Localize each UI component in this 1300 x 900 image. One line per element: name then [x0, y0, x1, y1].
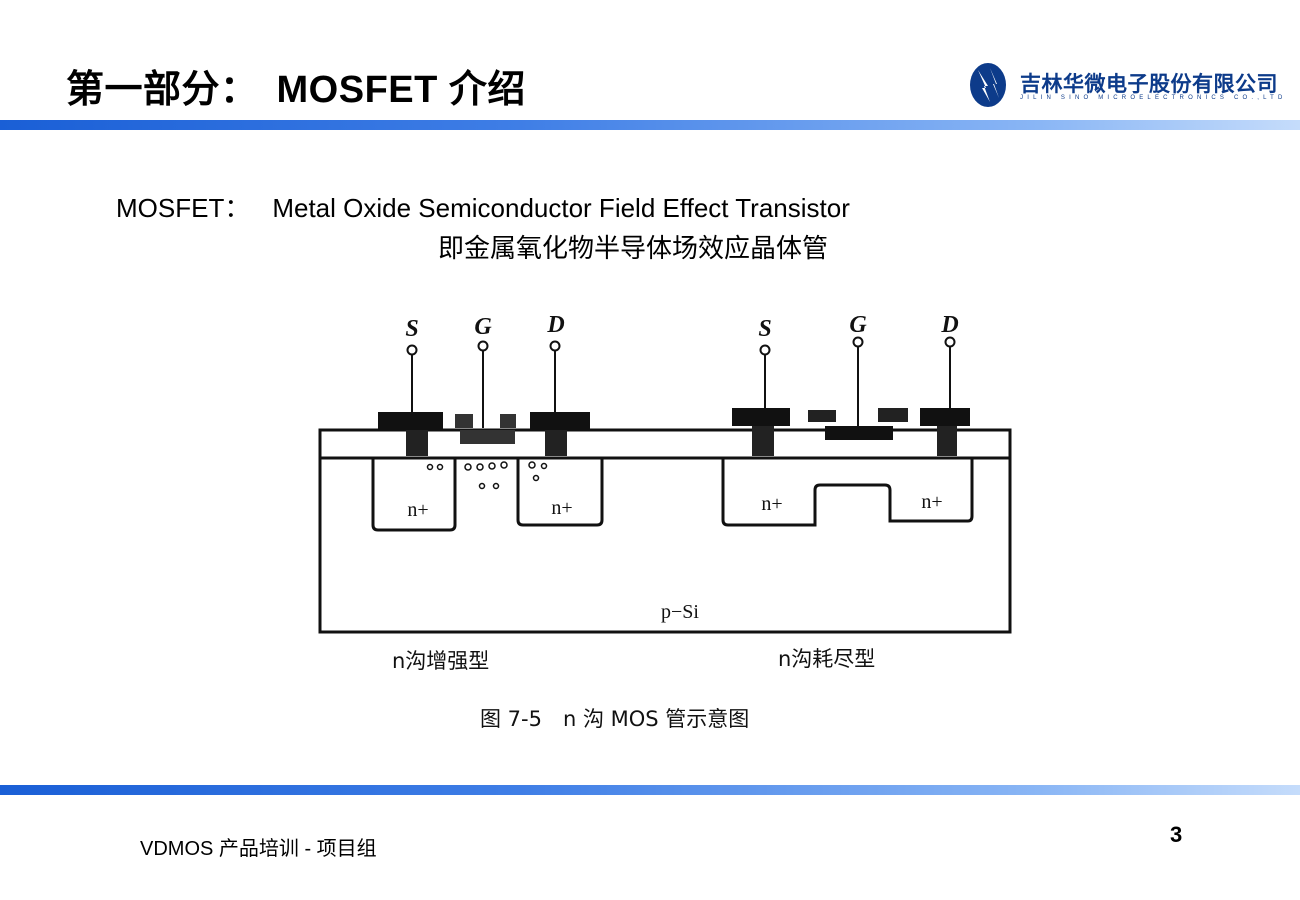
- slide-title-section: 第一部分：: [66, 69, 259, 111]
- left-drain-plug: [545, 430, 567, 456]
- bottom-divider-band: [0, 785, 1300, 795]
- company-name-en: JILIN SINO MICROELECTRONICS CO.,LTD: [1020, 95, 1287, 101]
- right-drain-label: D: [940, 312, 958, 338]
- definition-term: MOSFET：: [116, 193, 251, 223]
- left-device-caption: n沟增强型: [392, 649, 489, 673]
- left-drain-well: [516, 458, 604, 527]
- left-gate-metal: [460, 430, 515, 444]
- slide-title: 第一部分： MOSFET 介绍: [66, 58, 526, 113]
- right-gate-label: G: [849, 312, 867, 338]
- left-drain-label: D: [546, 312, 564, 338]
- right-drain-n-label: n+: [921, 491, 942, 513]
- substrate-outline: [318, 428, 1012, 634]
- right-source-n-label: n+: [761, 493, 782, 515]
- company-name-cn: 吉林华微电子股份有限公司: [1020, 73, 1278, 96]
- left-drain-n-label: n+: [551, 497, 572, 519]
- right-device-caption: n沟耗尽型: [778, 647, 875, 671]
- right-drain-metal: [920, 408, 970, 426]
- definition-line: MOSFET： Metal Oxide Semiconductor Field E…: [116, 188, 850, 225]
- left-source-metal: [378, 412, 443, 430]
- left-drain-metal: [530, 412, 590, 430]
- page-number: 3: [1170, 822, 1183, 847]
- company-emblem-icon: [970, 63, 1006, 107]
- left-source-well: [371, 458, 457, 532]
- left-source-n-label: n+: [407, 499, 428, 521]
- top-divider-band: [0, 120, 1300, 130]
- left-gate-label: G: [474, 314, 492, 340]
- company-logo: 吉林华微电子股份有限公司 JILIN SINO MICROELECTRONICS…: [968, 60, 1282, 110]
- left-source-plug: [406, 430, 428, 456]
- slide-title-topic: MOSFET 介绍: [276, 69, 526, 111]
- figure-caption: 图 7-5 n 沟 MOS 管示意图: [480, 707, 749, 731]
- definition-chinese: 即金属氧化物半导体场效应晶体管: [438, 233, 829, 263]
- right-source-plug: [752, 426, 774, 456]
- mos-diagram: S G D S G D n+ n+ n+ n+ p−Si n沟增强型 n沟耗尽型…: [318, 312, 1012, 731]
- terminal-leads: [406, 336, 956, 428]
- right-source-metal: [732, 408, 790, 426]
- right-wells-channel: [721, 458, 974, 527]
- right-drain-plug: [937, 426, 957, 456]
- definition-expansion: Metal Oxide Semiconductor Field Effect T…: [272, 193, 850, 223]
- left-electrons: [426, 461, 548, 490]
- right-source-label: S: [758, 316, 771, 342]
- right-gate-metal: [825, 426, 893, 440]
- left-source-label: S: [405, 316, 418, 342]
- substrate-label: p−Si: [661, 601, 699, 623]
- footer-text: VDMOS 产品培训 - 项目组: [140, 838, 377, 860]
